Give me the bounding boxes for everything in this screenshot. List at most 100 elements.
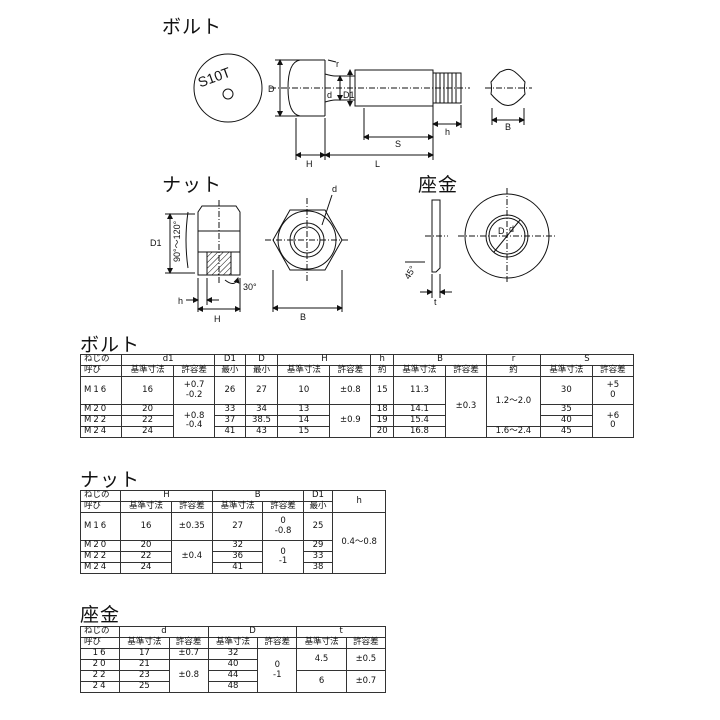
header-S: S — [539, 354, 635, 366]
cell-D1: 33 — [214, 404, 246, 416]
washer-label-D: D — [498, 226, 505, 236]
cell-d-tol: ±0.7 — [168, 648, 209, 660]
header-tol: 許容差 — [262, 501, 304, 513]
cell-D1: 26 — [214, 376, 246, 405]
table-row: M22 22 37 38.5 14 19 15.4 40 — [79, 415, 634, 427]
cell-B: 41 — [211, 562, 264, 574]
cell-size: 22 — [79, 670, 121, 682]
cell-d: 25 — [119, 681, 170, 693]
header-tol: 許容差 — [257, 637, 298, 649]
drawing-canvas: S10T r D d — [150, 53, 556, 324]
cell-t-tol: ±0.5 — [345, 648, 387, 671]
cell-d1: 22 — [121, 415, 175, 427]
header-d: d — [119, 626, 209, 638]
washer-label-t: t — [434, 297, 437, 307]
nut-spec-table: ねじの H B D1 h 呼び 基準寸法 許容差 基準寸法 許容差 最小 M16… — [79, 490, 386, 574]
header-min: 最小 — [214, 365, 246, 377]
cell-D1: 41 — [214, 426, 246, 438]
cell-B: 36 — [211, 551, 264, 563]
bolt-header-row-1: ねじの d1 D1 D H h B r S — [79, 354, 635, 366]
nut-label-angle: 90°～120° — [172, 220, 182, 262]
header-tol: 許容差 — [168, 637, 209, 649]
header-min: 最小 — [302, 501, 334, 513]
cell-D1: 29 — [302, 540, 334, 552]
cell-H: 14 — [277, 415, 331, 427]
cell-D: 44 — [207, 670, 259, 682]
cell-d1: 24 — [121, 426, 175, 438]
cell-size: 24 — [79, 681, 121, 693]
header-B: B — [211, 490, 304, 502]
cell-r: 1.2～2.0 — [486, 376, 541, 427]
header-D1: D1 — [302, 490, 334, 502]
cell-d1: 20 — [121, 404, 175, 416]
header-std: 基準寸法 — [119, 637, 170, 649]
cell-H-tol: ±0.8 — [329, 376, 372, 405]
cell-size: 16 — [79, 648, 121, 660]
header-H: H — [277, 354, 372, 366]
bolt-header-row-2: 呼び 基準寸法 許容差 最小 最小 基準寸法 許容差 約 基準寸法 許容差 約 … — [79, 365, 635, 377]
header-h: h — [370, 354, 394, 366]
cell-size: 20 — [79, 659, 121, 671]
bolt-label-D1: D1 — [343, 90, 355, 100]
bolt-spline-end-view — [490, 68, 526, 106]
cell-size: M24 — [79, 426, 123, 438]
header-B: B — [392, 354, 488, 366]
nut-label-chamfer: 30° — [243, 282, 257, 292]
cell-d-tol: ±0.8 — [168, 659, 209, 693]
nut-label-h: h — [178, 296, 183, 306]
cell-B: 32 — [211, 540, 264, 552]
cell-h: 0.4～0.8 — [332, 512, 386, 574]
cell-size: M22 — [79, 551, 122, 563]
cell-B-tol: 0 -1 — [262, 540, 304, 574]
cell-B: 27 — [211, 512, 264, 541]
header-H: H — [120, 490, 213, 502]
cell-S: 40 — [539, 415, 593, 427]
cell-H: 22 — [120, 551, 172, 563]
washer-section — [431, 199, 441, 273]
cell-H: 15 — [277, 426, 331, 438]
header-std: 基準寸法 — [207, 637, 259, 649]
bolt-head-center-hole — [222, 88, 234, 100]
header-std: 基準寸法 — [211, 501, 264, 513]
cell-d: 17 — [119, 648, 170, 660]
header-D: D — [207, 626, 298, 638]
cell-H-tol: ±0.4 — [170, 540, 213, 574]
header-r: r — [486, 354, 541, 366]
header-D: D — [244, 354, 279, 366]
cell-r: 1.6～2.4 — [486, 426, 541, 438]
cell-D: 27 — [244, 376, 279, 405]
washer-table-title: 座金 — [80, 604, 121, 626]
cell-H: 13 — [277, 404, 331, 416]
nut-label-D1: D1 — [150, 238, 162, 248]
header-std: 基準寸法 — [539, 365, 593, 377]
nut-label-d: d — [332, 184, 337, 194]
cell-D1: 25 — [302, 512, 334, 541]
header-d1: d1 — [121, 354, 216, 366]
bolt-label-H: H — [306, 159, 313, 169]
washer-header-row-2: 呼び 基準寸法 許容差 基準寸法 許容差 基準寸法 許容差 — [79, 637, 387, 649]
cell-S-tol: +6 0 — [591, 404, 635, 438]
table-row: 22 23 44 6 ±0.7 — [79, 670, 387, 693]
header-std: 基準寸法 — [120, 501, 172, 513]
cell-d1-tol: +0.8 -0.4 — [173, 404, 216, 438]
cell-d1-tol: +0.7 -0.2 — [173, 376, 216, 405]
bolt-label-h: h — [445, 127, 450, 137]
nut-label-H: H — [214, 314, 221, 324]
cell-size: M22 — [79, 415, 123, 427]
table-row: M16 16 +0.7 -0.2 26 27 10 ±0.8 15 11.3 ±… — [79, 376, 635, 438]
cell-D: 43 — [244, 426, 279, 438]
header-h: h — [332, 490, 386, 513]
bolt-spec-table: ねじの d1 D1 D H h B r S 呼び 基準寸法 許容差 最小 最小 … — [79, 354, 635, 438]
bolt-label-B: B — [505, 122, 511, 132]
table-row: M16 16 ±0.35 27 0 -0.8 25 0.4～0.8 — [79, 512, 386, 574]
cell-h: 19 — [370, 415, 394, 427]
header-call: 呼び — [79, 637, 121, 649]
cell-H: 10 — [277, 376, 331, 405]
cell-d: 23 — [119, 670, 170, 682]
header-call: 呼び — [79, 501, 122, 513]
cell-size: M16 — [79, 376, 123, 405]
nut-label-B: B — [300, 312, 306, 322]
bolt-head-top-view — [193, 53, 263, 123]
cell-S-tol: +5 0 — [591, 376, 635, 405]
cell-H-tol: ±0.35 — [170, 512, 213, 541]
